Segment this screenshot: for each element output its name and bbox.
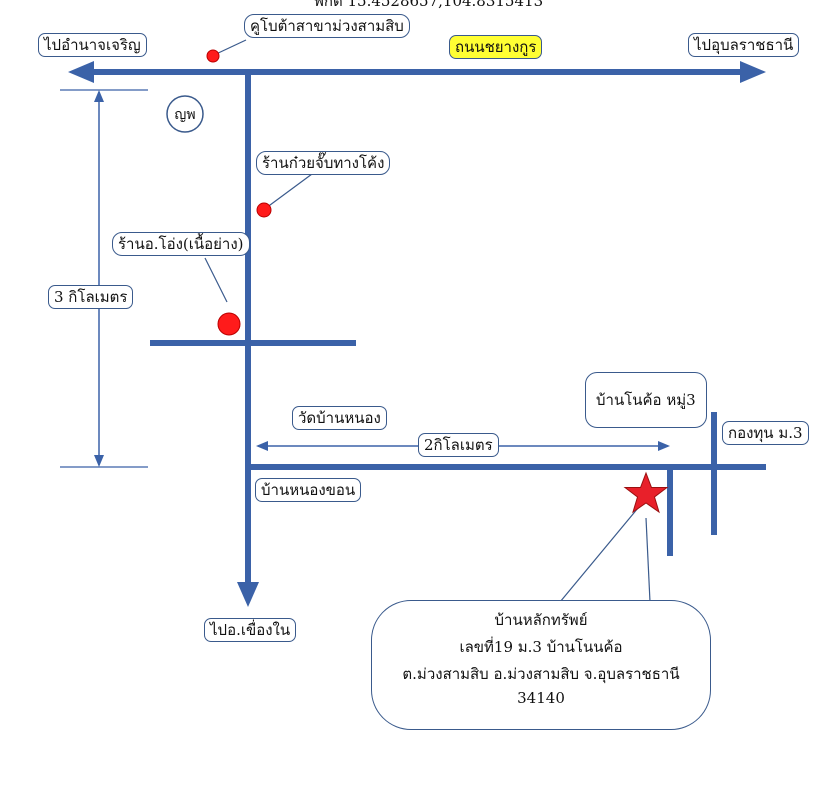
village-nong-khon-label: บ้านหนองขอน (255, 478, 362, 502)
o-ong-shop-label: ร้านอ.โอ่ง(เนื้อย่าง) (112, 232, 250, 256)
destination-leader-left (559, 507, 639, 603)
direction-east-label: ไปอุบลราชธานี (688, 33, 800, 57)
coop-leader (213, 39, 247, 56)
direction-west-label: ไปอำนาจเจริญ (38, 33, 147, 57)
coop-store-label: คูโบต้าสาขาม่วงสามสิบ (244, 14, 410, 38)
wat-label: วัดบ้านหนอง (292, 406, 387, 430)
south-arrowhead (237, 582, 259, 607)
destination-leader-right (645, 517, 651, 603)
direction-south-label: ไปอ.เขื่องใน (204, 618, 297, 642)
main-road-name: ถนนชยางกูร (449, 35, 543, 59)
horizontal-distance-arrow-right (658, 441, 670, 451)
coop-marker (206, 49, 220, 63)
header-coordinates: พิกัด 15.4528657,104.8315413 (314, 0, 544, 10)
vertical-distance-label: 3 กิโลเมตร (48, 285, 134, 309)
o-ong-marker (217, 312, 241, 336)
destination-address-line2: ต.ม่วงสามสิบ อ.ม่วงสามสิบ จ.อุบลราชธานี (402, 665, 680, 683)
east-arrowhead (740, 61, 766, 83)
village-non-kho-label: บ้านโนค้อ หมู่3 (585, 372, 707, 428)
horizontal-distance-arrow-left (256, 441, 268, 451)
noodle-leader (265, 173, 313, 209)
destination-name: บ้านหลักทรัพย์ (494, 611, 588, 629)
o-ong-leader (204, 257, 228, 303)
destination-star-icon (623, 471, 669, 514)
destination-address-box: บ้านหลักทรัพย์ เลขที่19 ม.3 บ้านโนนค้อ ต… (371, 600, 711, 730)
destination-address-line1: เลขที่19 ม.3 บ้านโนนค้อ (459, 638, 623, 656)
horizontal-distance-label: 2กิโลเมตร (418, 433, 499, 457)
destination-postcode: 34140 (517, 689, 565, 707)
kong-thun-label: กองทุน ม.3 (722, 421, 809, 445)
thaiday-label: ญพ (174, 107, 195, 123)
noodle-shop-label: ร้านก๋วยจั๊บทางโค้ง (256, 151, 391, 175)
vertical-distance-arrow-up (94, 90, 104, 102)
west-arrowhead (68, 61, 94, 83)
vertical-distance-arrow-down (94, 455, 104, 467)
thaiday-circle (166, 95, 204, 133)
noodle-marker (256, 202, 272, 218)
